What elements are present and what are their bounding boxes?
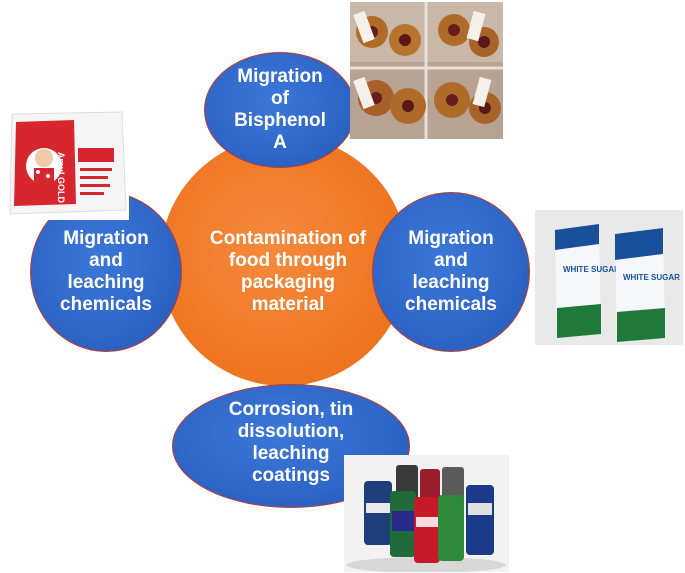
node-left-line4: chemicals: [60, 294, 152, 315]
node-migration-right: Migration and leaching chemicals: [372, 192, 530, 352]
node-top-line3: Bisphenol: [234, 110, 326, 131]
center-label-line2: food through: [228, 250, 348, 271]
center-label-line1: Contamination of: [209, 228, 367, 249]
milk-pouch-brand: Amul GOLD: [56, 152, 66, 203]
node-bottom-line2: dissolution,: [237, 421, 345, 442]
node-bisphenol-a: Migration of Bisphenol A: [204, 52, 356, 168]
node-bottom-line3: leaching: [252, 443, 330, 464]
node-right-line4: chemicals: [405, 294, 497, 315]
pastry-tray-photo: [350, 2, 503, 139]
center-label: Contamination of food through packaging …: [182, 228, 394, 316]
milk-pouch-photo: Amul GOLD: [4, 108, 129, 220]
node-left-line1: Migration: [63, 228, 149, 249]
node-right-line3: leaching: [412, 272, 490, 293]
node-top-line2: of: [271, 88, 289, 109]
center-label-line4: material: [251, 294, 325, 315]
node-left-line2: and: [89, 250, 123, 271]
sugar-packets-photo: WHITE SUGAR WHITE SUGAR: [535, 210, 683, 345]
sugar-label-right: WHITE SUGAR: [623, 273, 680, 282]
center-label-line3: packaging: [241, 272, 335, 293]
node-right-line1: Migration: [408, 228, 494, 249]
node-right-line2: and: [434, 250, 468, 271]
center-circle: [160, 136, 408, 386]
node-bottom-line1: Corrosion, tin: [228, 399, 354, 420]
node-left-line3: leaching: [67, 272, 145, 293]
node-top-line4: A: [273, 132, 287, 153]
beverage-cans-photo: [344, 455, 509, 572]
sugar-label-left: WHITE SUGAR: [563, 265, 620, 274]
node-bottom-line4: coatings: [251, 465, 331, 486]
node-top-line1: Migration: [237, 66, 323, 87]
